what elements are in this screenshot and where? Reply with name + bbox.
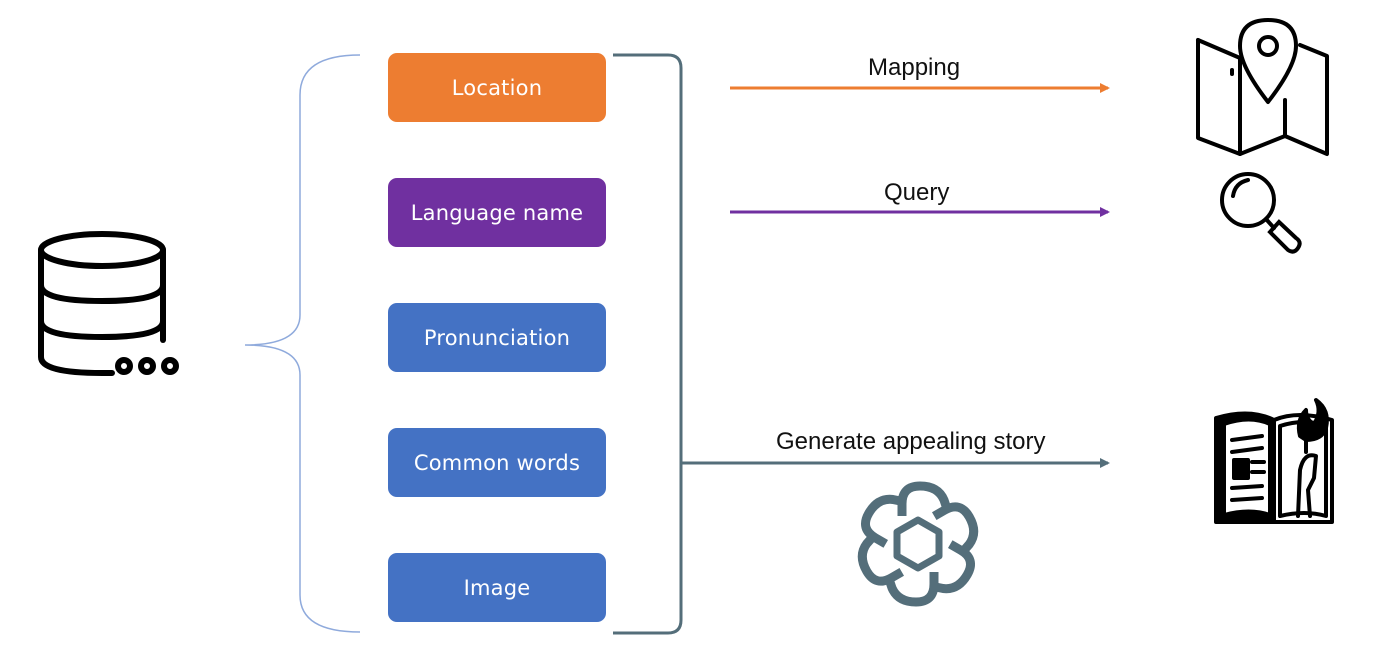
map-pin-icon <box>1196 18 1329 156</box>
field-image: Image <box>388 553 606 622</box>
field-pronunciation-label: Pronunciation <box>423 325 571 350</box>
field-language-name: Language name <box>388 178 606 247</box>
field-language-name-label: Language name <box>410 200 584 225</box>
openai-logo-icon <box>857 481 979 607</box>
database-icon <box>38 231 179 376</box>
field-location: Location <box>388 53 606 122</box>
story-label: Generate appealing story <box>776 428 1046 455</box>
story-book-icon <box>1214 398 1334 524</box>
field-location-label: Location <box>451 75 543 100</box>
right-bracket <box>613 53 683 635</box>
magnifier-icon <box>1220 172 1302 254</box>
field-common-words-label: Common words <box>413 450 581 475</box>
query-label: Query <box>884 179 950 206</box>
field-common-words: Common words <box>388 428 606 497</box>
mapping-label: Mapping <box>868 54 961 81</box>
field-pronunciation: Pronunciation <box>388 303 606 372</box>
field-image-label: Image <box>463 575 531 600</box>
left-brace <box>244 54 361 633</box>
